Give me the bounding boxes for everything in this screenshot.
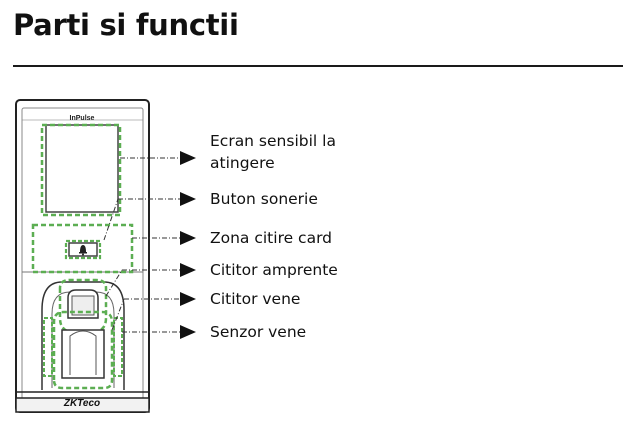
- label-vein-sensor: Senzor vene: [210, 323, 307, 341]
- callout-line-doorbell: [103, 192, 196, 241]
- callout-line-vein-sensor: [122, 325, 196, 339]
- label-touch-screen-line1: Ecran sensibil la: [210, 132, 336, 150]
- label-doorbell: Buton sonerie: [210, 190, 318, 208]
- callout-line-touch-screen: [120, 151, 196, 165]
- finger-vein-reader: [52, 310, 114, 390]
- label-touch-screen-line2: atingere: [210, 154, 275, 172]
- callout-line-card-zone: [132, 231, 196, 245]
- title-divider: [13, 65, 623, 67]
- touch-screen: [40, 123, 122, 217]
- label-finger-vein: Cititor vene: [210, 290, 301, 308]
- label-card-zone: Zona citire card: [210, 229, 333, 247]
- label-fingerprint: Cititor amprente: [210, 261, 338, 279]
- device-brand-top: InPulse: [70, 115, 95, 122]
- vein-sensor: [43, 317, 123, 377]
- card-reading-zone: [31, 223, 134, 274]
- callout-line-fingerprint: [105, 263, 196, 297]
- bell-icon: [79, 245, 87, 256]
- device-brand-bottom: ZKTeco: [63, 398, 100, 409]
- doorbell-button: [64, 239, 102, 260]
- callout-line-finger-vein: [111, 292, 196, 331]
- page-title: Parti si functii: [13, 8, 239, 42]
- label-touch-screen: Ecran sensibil la atingere: [210, 130, 336, 174]
